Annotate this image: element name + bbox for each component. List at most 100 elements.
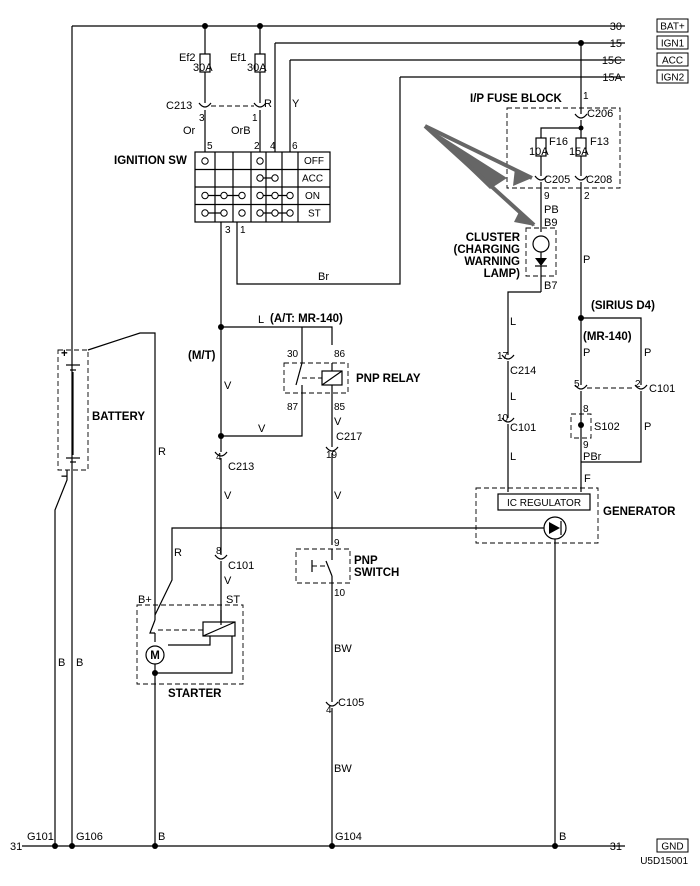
ground-tag-box (656, 838, 689, 853)
pin-label: 10 (334, 588, 346, 599)
fuse-f16-rating: 10A (529, 146, 549, 158)
connector-icon (198, 102, 212, 108)
connector-c208-label: C208 (586, 174, 612, 186)
mr140-note: (MR-140) (583, 331, 632, 343)
pin-label: B9 (544, 217, 557, 229)
pin-label: 6 (292, 141, 298, 152)
connector-icon (325, 701, 339, 707)
engine-fuses: Ef2 30A Ef1 30A C213 3 1 Or OrB R Y (166, 26, 300, 152)
pnp-switch: 9 PNP SWITCH 10 BW 4 C105 BW (295, 538, 399, 846)
pin-label: 86 (334, 349, 346, 360)
pnp-relay: L (A/T: MR-140) (M/T) 30 86 87 85 PNP RE… (188, 313, 421, 545)
arrow-icon (425, 126, 507, 189)
wire-color-b: B (58, 657, 65, 669)
connector-icon (574, 175, 588, 181)
pin-label: 5 (574, 379, 580, 390)
pin-label: 9 (544, 191, 550, 202)
switch-position-on: ON (305, 191, 320, 202)
battery-minus-icon: − (61, 471, 68, 483)
wire-color-p: P (583, 347, 590, 359)
generator-label: GENERATOR (603, 506, 676, 518)
wire-color-v: V (258, 423, 266, 435)
rail-15-tag-box (656, 35, 689, 50)
pnp-switch-label-2: SWITCH (354, 567, 399, 579)
pin-label: 3 (199, 113, 205, 124)
rail-30-label: 30 (610, 21, 622, 33)
arrow-icon (513, 168, 532, 186)
wire-color-br: Br (318, 271, 329, 283)
starter-motor-label: M (150, 650, 160, 662)
pin-label: 2 (254, 141, 260, 152)
fuse-f16-name: F16 (549, 136, 568, 148)
connector-icon (214, 554, 228, 560)
wire-color-v: V (224, 380, 232, 392)
pin-label: 4 (326, 705, 332, 716)
wire-color-bw: BW (334, 763, 352, 775)
switch-position-acc: ACC (302, 174, 323, 185)
switch-position-off: OFF (304, 156, 324, 167)
generator: IC REGULATOR GENERATOR R (154, 487, 676, 846)
wire-color-bw: BW (334, 643, 352, 655)
wire-color-l: L (510, 391, 516, 403)
pin-label: 5 (207, 141, 213, 152)
ground-g101-label: G101 (27, 831, 54, 843)
fuse-f13-rating: 15A (569, 146, 589, 158)
fuse-ef2-name: Ef2 (179, 52, 196, 64)
wire-color-y: Y (292, 98, 300, 110)
pin-label: 17 (497, 351, 509, 362)
power-rails: 30 BAT+ 15 IGN1 15C ACC 15A IGN2 (72, 18, 689, 84)
wire-color-v: V (224, 575, 232, 587)
pin-label: 87 (287, 402, 299, 413)
mt-note: (M/T) (188, 350, 216, 362)
connector-c205-label: C205 (544, 174, 570, 186)
battery: + − BATTERY R B B (54, 26, 166, 846)
pin-label: 9 (334, 538, 340, 549)
wire-color-orb: OrB (231, 125, 251, 137)
sirius-note: (SIRIUS D4) (591, 300, 655, 312)
fuse-ef1-name: Ef1 (230, 52, 247, 64)
connector-icon (214, 451, 228, 457)
diode-icon (535, 258, 547, 266)
wire-color-or: Or (183, 125, 196, 137)
fuse-ef1-rating: 30A (247, 62, 267, 74)
wire-color-l: L (258, 314, 264, 326)
rail-15c-tag: ACC (662, 56, 683, 67)
ignition-switch-label: IGNITION SW (114, 155, 187, 167)
pin-label: 3 (225, 225, 231, 236)
ground-right-num: 31 (610, 841, 622, 853)
wire-color-p: P (644, 421, 651, 433)
ground-rail: 31 31 GND U5D15001 G101 G106 G104 B B (10, 831, 689, 867)
cluster-charging-label: (CHARGING (454, 244, 520, 256)
pnp-switch-label: PNP (354, 555, 378, 567)
connector-c101-label: C101 (510, 422, 536, 434)
connector-icon (534, 175, 548, 181)
ground-tag: GND (661, 842, 683, 853)
warning-lamp-icon (532, 235, 550, 253)
connector-icon (574, 384, 588, 390)
cluster-lamp-label: LAMP) (484, 268, 521, 280)
connector-c206-label: C206 (587, 108, 613, 120)
starter: B+ ST M STARTER (136, 594, 244, 846)
ground-g104-label: G104 (335, 831, 362, 843)
wire-color-pb: PB (544, 204, 559, 216)
starter-label: STARTER (168, 688, 222, 700)
connector-icon (253, 102, 267, 108)
rail-15a-label: 15A (602, 72, 622, 84)
connector-c105-label: C105 (338, 697, 364, 709)
connector-c213-label: C213 (228, 461, 254, 473)
rail-30-tag-box (656, 18, 689, 33)
ignition-switch: IGNITION SW OFF ACC ON ST (114, 77, 401, 452)
wire-color-b: B (76, 657, 83, 669)
ground-g106-label: G106 (76, 831, 103, 843)
fuse-f13-name: F13 (590, 136, 609, 148)
cluster-warning-label: WARNING (464, 256, 520, 268)
rail-15c-label: 15C (602, 55, 622, 67)
arrow-icon (514, 210, 535, 226)
pin-label: 2 (584, 191, 590, 202)
wire-color-r: R (158, 446, 166, 458)
wire-color-f: F (584, 473, 591, 485)
pin-label: 1 (252, 113, 258, 124)
field-circuit: (SIRIUS D4) (MR-140) P P 5 2 C101 P 8 S1… (570, 300, 675, 492)
l-line: 17 C214 L 10 C101 L (497, 351, 536, 492)
starter-st-label: ST (226, 594, 240, 606)
